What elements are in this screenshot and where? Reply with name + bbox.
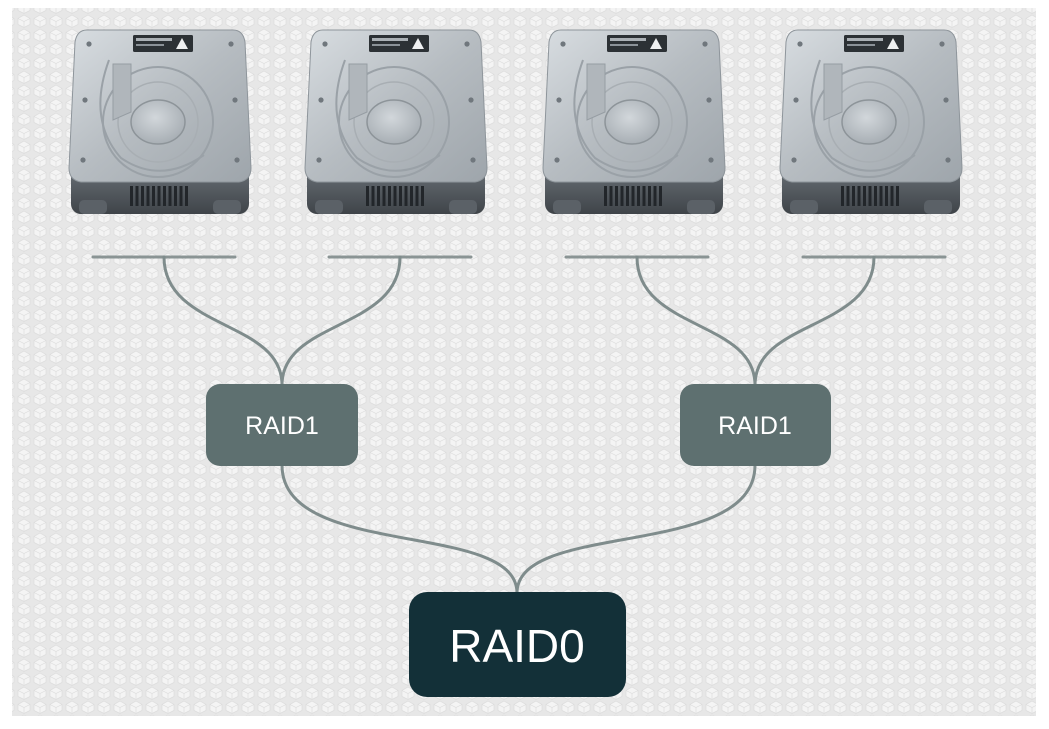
raid1-node-right: RAID1 [680, 384, 831, 466]
raid0-node: RAID0 [409, 592, 626, 697]
hard-drive-icon [68, 29, 252, 214]
connector-disk1-raid1a [162, 255, 284, 387]
connectors [162, 255, 876, 595]
raid1-label: RAID1 [718, 412, 792, 440]
connector-disk2-raid1a [280, 255, 402, 387]
connector-raid1a-raid0 [280, 463, 519, 595]
raid0-label: RAID0 [449, 620, 584, 672]
raid1-box [206, 384, 358, 466]
raid1-box [680, 384, 831, 466]
raid1-node-left: RAID1 [206, 384, 358, 466]
hard-drive-icon [304, 29, 488, 214]
disk-group [68, 29, 963, 214]
raid0-box [409, 592, 626, 697]
connector-disk3-raid1b [635, 255, 757, 387]
connector-raid1b-raid0 [515, 463, 757, 595]
connector-disk4-raid1b [753, 255, 876, 387]
hard-drive-icon [779, 29, 963, 214]
raid1-label: RAID1 [245, 412, 319, 440]
hard-drive-icon [542, 29, 726, 214]
